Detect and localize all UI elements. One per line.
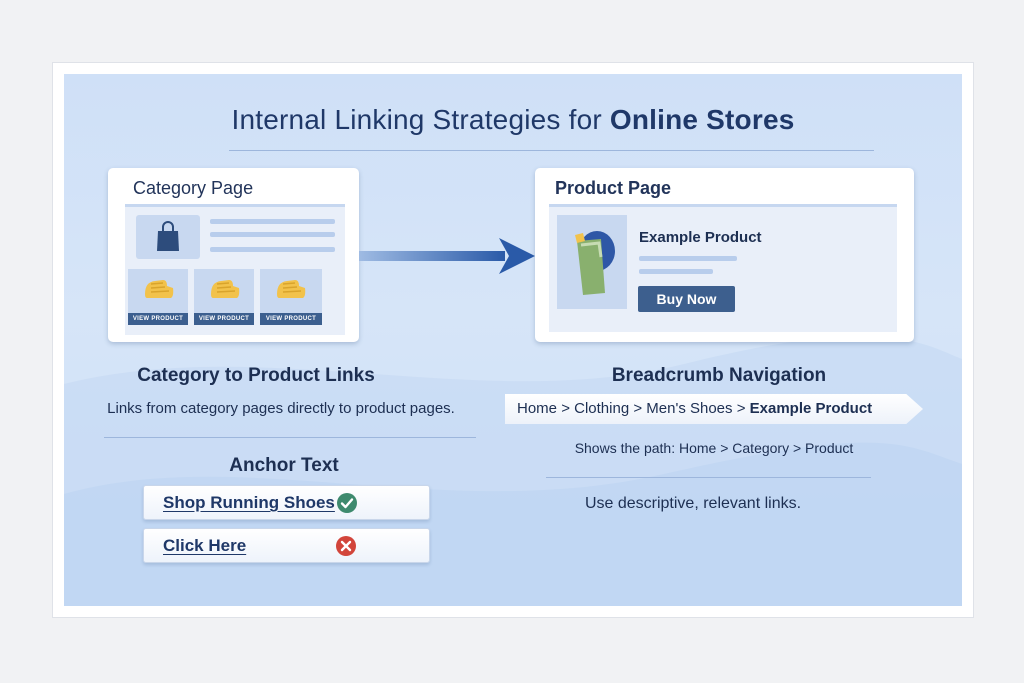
category-links-heading: Category to Product Links [137,365,375,386]
shopping-bag-icon [157,221,179,251]
featured-product-thumb [136,215,200,259]
product-page-window: Product Page Example Product Buy Now [535,168,914,342]
section-divider [104,437,476,438]
text-placeholder-line [639,269,713,274]
view-product-link[interactable]: VIEW PRODUCT [194,313,254,325]
text-placeholder-line [210,219,335,224]
product-bottle-icon [575,231,615,295]
breadcrumb-home[interactable]: Home [517,400,558,417]
product-tile[interactable]: VIEW PRODUCT [194,269,254,325]
breadcrumb-bar [505,394,923,424]
shop-running-shoes-link[interactable]: Shop Running Shoes [163,493,335,512]
cross-icon [336,536,356,556]
product-tile[interactable]: VIEW PRODUCT [128,269,188,325]
breadcrumb-separator: > [633,400,643,417]
buy-now-button[interactable]: Buy Now [638,286,735,312]
product-tile[interactable]: VIEW PRODUCT [260,269,322,325]
click-here-link[interactable]: Click Here [163,536,247,555]
shoe-icon [211,280,240,298]
breadcrumb-separator: > [736,400,746,417]
shoe-icon [145,280,174,298]
product-content-area: Example Product Buy Now [549,207,897,332]
category-header-strip [125,204,345,207]
product-header-strip [549,204,897,207]
view-product-link[interactable]: VIEW PRODUCT [128,313,188,325]
category-links-description: Links from category pages directly to pr… [107,400,455,417]
breadcrumb-heading: Breadcrumb Navigation [611,365,827,386]
text-placeholder-line [210,232,335,237]
breadcrumb-current: Example Product [749,400,873,417]
breadcrumb-clothing[interactable]: Clothing [574,400,630,417]
breadcrumb-caption: Shows the path: Home > Category > Produc… [574,440,854,456]
link-arrow-icon [359,238,535,274]
category-content-area: VIEW PRODUCT VIEW PRODUCT VIEW PRODUCT [125,207,345,335]
anchor-advice: Use descriptive, relevant links. [584,495,802,512]
product-name: Example Product [639,229,762,246]
anchor-text-heading: Anchor Text [229,455,339,476]
title-divider [229,150,874,151]
shoe-icon [277,280,306,298]
good-anchor-example: Shop Running Shoes [143,485,430,520]
product-page-title: Product Page [555,178,672,198]
bad-anchor-example: Click Here [143,528,430,563]
breadcrumb-trail: Home > Clothing > Men's Shoes > Example … [517,400,872,417]
breadcrumb-mens-shoes[interactable]: Men's Shoes [646,400,733,417]
breadcrumb-separator: > [561,400,570,417]
infographic-panel: Internal Linking Strategies for Online S… [64,74,962,606]
text-placeholder-line [639,256,737,261]
text-placeholder-line [210,247,335,252]
category-page-window: Category Page VIEW PRODUCT [108,168,359,342]
category-page-title: Category Page [133,178,254,198]
view-product-link[interactable]: VIEW PRODUCT [260,313,322,325]
product-image [557,215,627,309]
page-title: Internal Linking Strategies for Online S… [231,104,795,135]
check-icon [337,493,357,513]
section-divider [546,477,871,478]
